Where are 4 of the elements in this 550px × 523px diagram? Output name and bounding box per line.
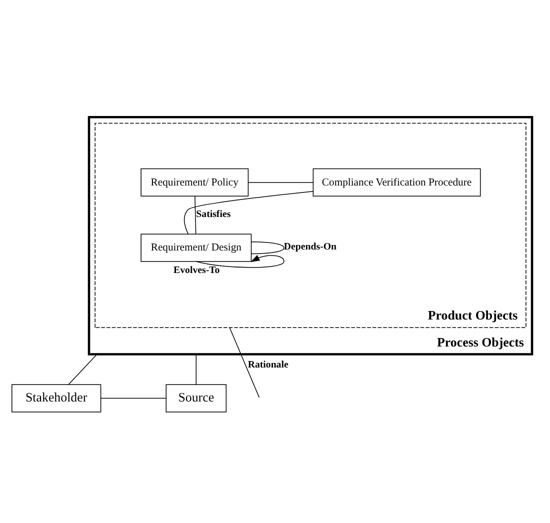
edge-label: Depends-On [284,242,337,253]
edge-label: Rationale [248,359,288,370]
edge-label: Evolves-To [174,265,220,276]
edge-label: Satisfies [196,208,231,220]
